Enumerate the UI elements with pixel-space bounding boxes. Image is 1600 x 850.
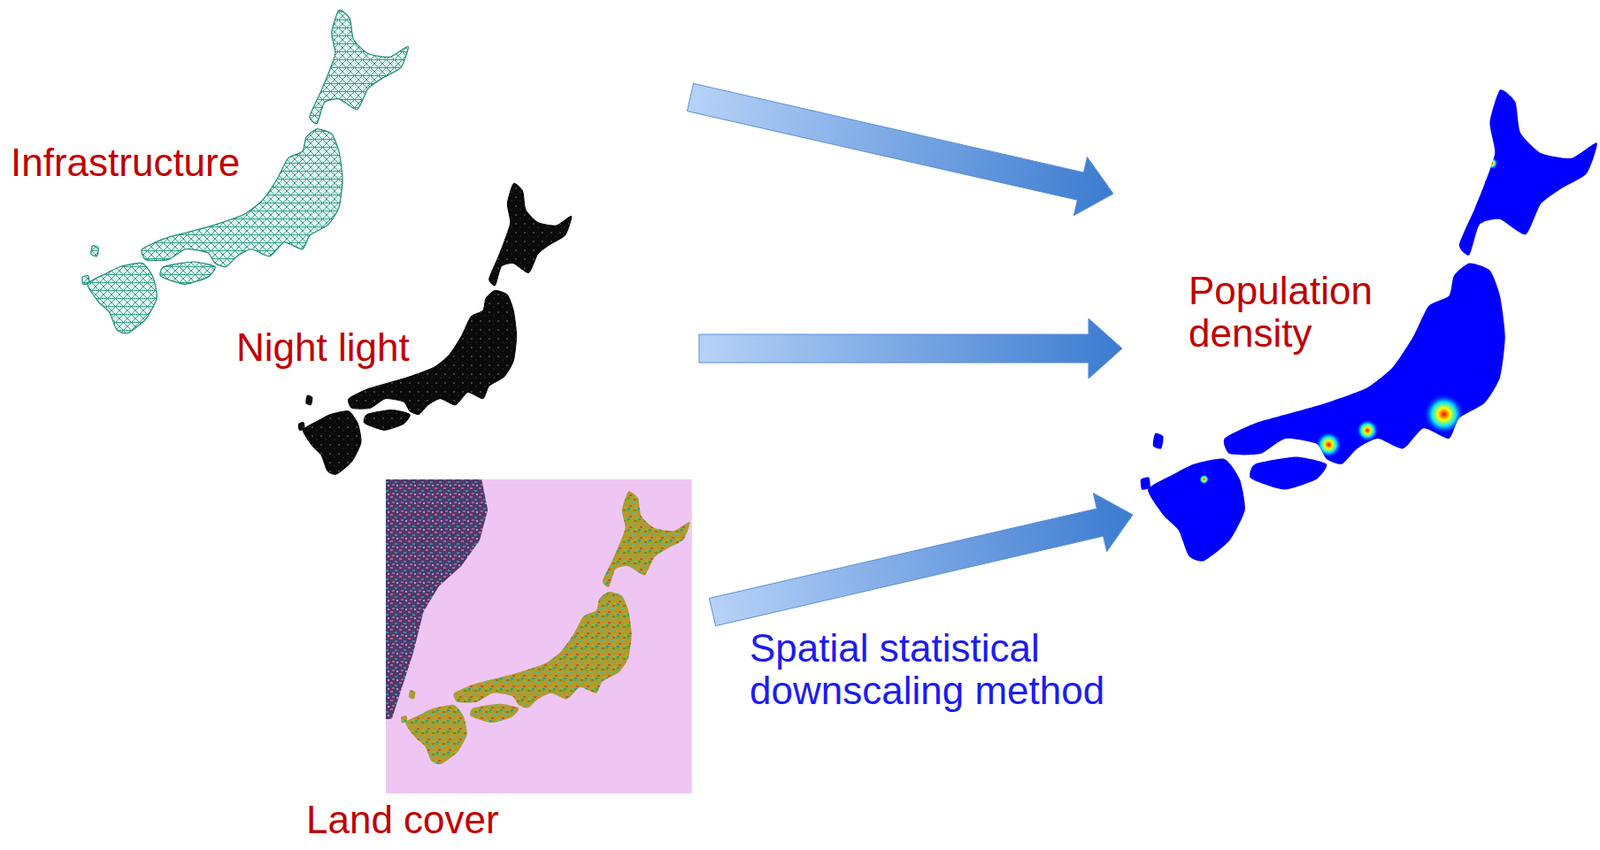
population-density-map	[1140, 89, 1598, 562]
block-arrow	[699, 318, 1123, 379]
map-panel: Population density	[1132, 86, 1593, 567]
density-hotspot	[1315, 431, 1342, 459]
land-cover-ground	[385, 479, 693, 794]
method-label: Spatial statistical downscaling method	[749, 627, 1139, 714]
map-panel: Infrastructure	[10, 5, 414, 337]
density-hotspot	[1423, 393, 1465, 435]
land-cover-map	[400, 491, 691, 765]
map-panel: Night light	[236, 178, 572, 480]
density-hotspot	[1355, 419, 1378, 442]
block-arrow	[708, 492, 1133, 626]
map-label: Population density	[1188, 269, 1410, 356]
block-arrow	[686, 83, 1114, 216]
map-label: Infrastructure	[10, 141, 240, 185]
map-label: Night light	[236, 326, 410, 370]
map-label: Land cover	[306, 799, 500, 842]
continent-land-cover	[385, 479, 488, 720]
density-hotspot	[1199, 474, 1210, 485]
density-hotspot	[1485, 157, 1499, 170]
map-panel: Land cover	[306, 479, 693, 846]
